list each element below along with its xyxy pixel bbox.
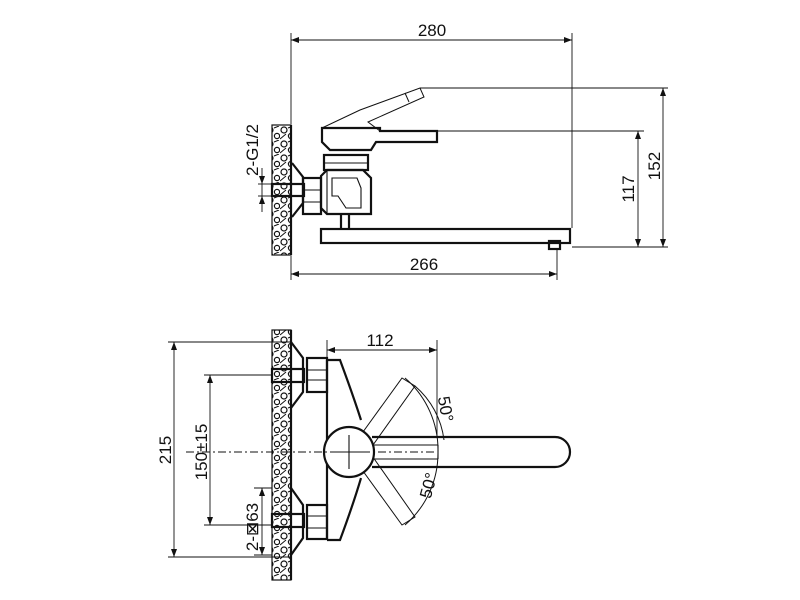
- side-wall-flange: [291, 162, 305, 218]
- dim-top-flange: 2-⊠63: [243, 503, 262, 551]
- side-lever-raised-ghost: [321, 87, 425, 132]
- top-lever-handle: [372, 435, 572, 469]
- dim-side-spout-length: 266: [410, 255, 438, 274]
- top-lower-nut: [305, 503, 329, 541]
- top-mixer-body: [327, 358, 363, 542]
- side-lever-handle: [320, 126, 439, 152]
- side-view: 280 266 117 152 2-G1/2: [243, 21, 668, 280]
- side-eccentric-nut: [301, 176, 323, 216]
- dim-top-lever-offset: 112: [366, 331, 393, 350]
- top-lower-flange: [290, 487, 305, 556]
- top-lever-ghost-upper: [354, 377, 416, 453]
- top-upper-nut: [305, 356, 329, 394]
- side-aerator: [547, 239, 562, 251]
- dim-swing-angle-lower: 50°: [416, 471, 441, 501]
- dim-inlet-thread: 2-G1/2: [243, 124, 262, 176]
- side-spout: [319, 227, 572, 245]
- top-upper-flange: [290, 341, 305, 409]
- side-wall-section: [271, 124, 292, 256]
- dim-side-height-spout: 117: [619, 175, 638, 202]
- top-wall-section: [271, 329, 292, 581]
- dim-side-total-length: 280: [418, 21, 446, 40]
- top-swing-arc: [404, 377, 439, 526]
- top-lever-ghost-lower: [354, 449, 416, 526]
- dim-top-total-depth: 215: [156, 436, 175, 464]
- dim-side-height-lever: 152: [645, 152, 664, 180]
- top-view: 112 215 150±15 2-⊠63 50° 50°: [156, 329, 572, 581]
- dim-top-inlet-spacing: 150±15: [192, 424, 211, 481]
- dim-swing-angle-upper: 50°: [434, 395, 457, 424]
